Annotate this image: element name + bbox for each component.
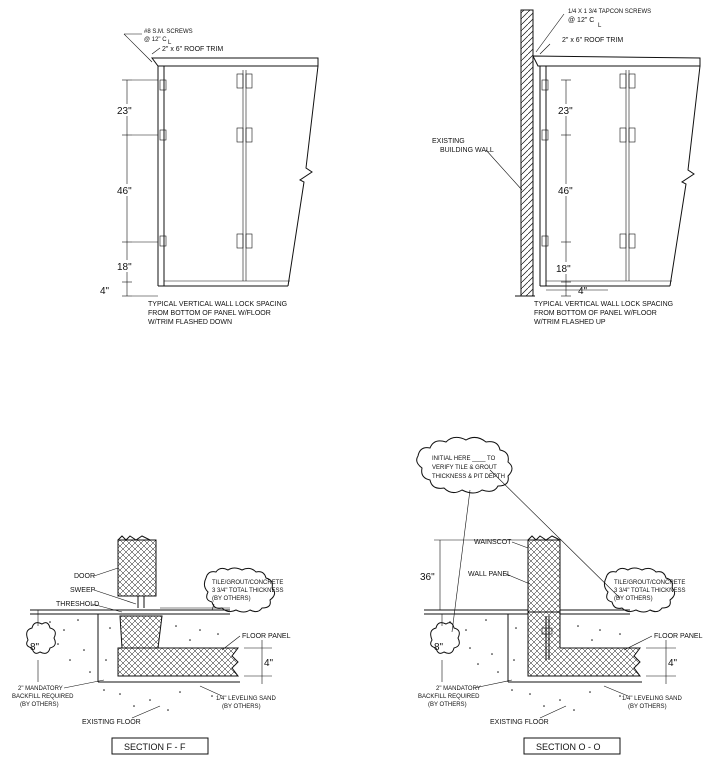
- caption-line-1: TYPICAL VERTICAL WALL LOCK SPACING: [534, 301, 673, 308]
- existing-wall-label: EXISTING: [432, 138, 465, 145]
- tile-note: 3 3/4" TOTAL THICKNESS: [614, 588, 686, 594]
- initial-note: THICKNESS & PIT DEPTH: [432, 474, 505, 480]
- backfill-note: BACKFILL REQUIRED: [418, 694, 480, 700]
- caption-line-3: W/TRIM FLASHED UP: [534, 319, 606, 326]
- section-f-detail: 8" 4" TILE/GROUT/CONCRETE 3 3/4" TOTAL T…: [12, 535, 291, 755]
- door-label: DOOR: [74, 573, 95, 580]
- floor-panel-label: FLOOR PANEL: [242, 633, 291, 640]
- wall-lock-icon: [541, 73, 636, 249]
- dim-8: 8": [30, 642, 40, 653]
- dim-36: 36": [420, 572, 435, 583]
- tile-note: (BY OTHERS): [614, 596, 653, 602]
- dim-18: 18": [117, 262, 132, 273]
- tile-note: (BY OTHERS): [212, 596, 251, 602]
- dim-23: 23": [117, 106, 132, 117]
- dim-8: 8": [434, 642, 444, 653]
- backfill-note: BACKFILL REQUIRED: [12, 694, 74, 700]
- trim-label: 2" x 6" ROOF TRIM: [562, 37, 623, 44]
- section-title: SECTION O - O: [536, 742, 601, 752]
- initial-note: VERIFY TILE & GROUT: [432, 465, 497, 471]
- screw-note: 1/4 X 1 3/4 TAPCON SCREWS: [568, 9, 651, 15]
- backfill-note: 2" MANDATORY: [436, 686, 481, 692]
- floor-panel-label: FLOOR PANEL: [654, 633, 703, 640]
- tile-note: TILE/GROUT/CONCRETE: [614, 580, 685, 586]
- trim-label: 2" x 6" ROOF TRIM: [162, 46, 223, 53]
- dim-18: 18": [556, 264, 571, 275]
- sand-note: (BY OTHERS): [628, 704, 667, 710]
- section-o-detail: INITIAL HERE ____ TO VERIFY TILE & GROUT…: [416, 436, 703, 755]
- sand-note: (BY OTHERS): [222, 704, 261, 710]
- wall-panel-label: WALL PANEL: [468, 571, 511, 578]
- tile-note: TILE/GROUT/CONCRETE: [212, 580, 283, 586]
- dim-4: 4": [578, 286, 588, 297]
- dim-4: 4": [264, 658, 274, 669]
- centerline-mark: L: [168, 40, 172, 46]
- caption-line-1: TYPICAL VERTICAL WALL LOCK SPACING: [148, 301, 287, 308]
- wainscot-label: WAINSCOT: [474, 539, 512, 546]
- initial-note: INITIAL HERE ____ TO: [432, 456, 496, 462]
- dim-46: 46": [558, 186, 573, 197]
- threshold-label: THRESHOLD: [56, 601, 99, 608]
- existing-floor-label: EXISTING FLOOR: [82, 719, 141, 726]
- dim-46: 46": [117, 186, 132, 197]
- backfill-note: (BY OTHERS): [428, 702, 467, 708]
- tile-note: 3 3/4" TOTAL THICKNESS: [212, 588, 284, 594]
- section-title-box: [111, 737, 209, 755]
- screw-spacing: @ 12" C: [568, 17, 594, 24]
- dim-4: 4": [668, 658, 678, 669]
- sweep-label: SWEEP: [70, 587, 96, 594]
- section-title-box: [523, 737, 621, 755]
- wall-elevation-trim-down: 23" 46" 18" 4" #8 S.M. SCREWS @ 12" C L …: [100, 29, 319, 326]
- sand-note: 1/4" LEVELING SAND: [216, 696, 276, 702]
- sand-note: 1/4" LEVELING SAND: [622, 696, 682, 702]
- screw-note: #8 S.M. SCREWS: [144, 29, 193, 35]
- caption-line-2: FROM BOTTOM OF PANEL W/FLOOR: [534, 310, 657, 317]
- backfill-note: 2" MANDATORY: [18, 686, 63, 692]
- section-title: SECTION F - F: [124, 742, 186, 752]
- dim-4: 4": [100, 286, 110, 297]
- centerline-mark: L: [598, 23, 602, 29]
- backfill-note: (BY OTHERS): [20, 702, 59, 708]
- caption-line-3: W/TRIM FLASHED DOWN: [148, 319, 232, 326]
- wall-lock-icon: [159, 73, 253, 249]
- wall-elevation-trim-up: 23" 46" 18" 4" 1/4 X 1 3/4 TAPCON SCREWS…: [432, 9, 701, 326]
- existing-wall-label: BUILDING WALL: [440, 147, 494, 154]
- dim-23: 23": [558, 106, 573, 117]
- caption-line-2: FROM BOTTOM OF PANEL W/FLOOR: [148, 310, 271, 317]
- existing-floor-label: EXISTING FLOOR: [490, 719, 549, 726]
- screw-spacing: @ 12" C: [144, 37, 167, 43]
